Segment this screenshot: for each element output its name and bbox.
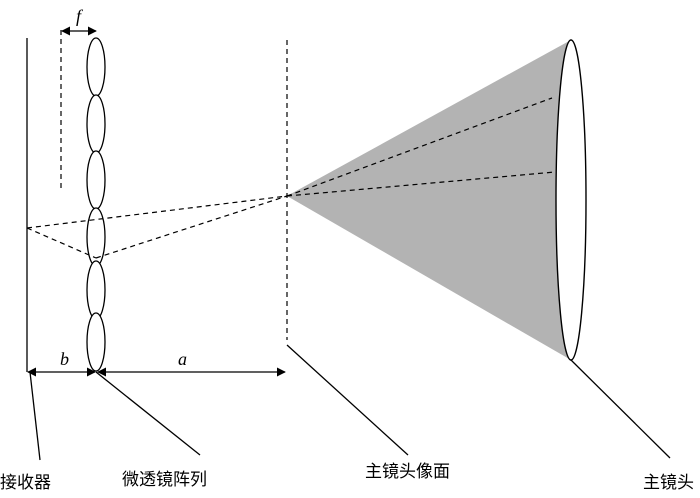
main-lens-label: 主镜头 <box>643 473 694 493</box>
a-dimension-label: a <box>178 349 187 369</box>
image-plane-leader <box>286 344 409 456</box>
microlens-array <box>86 37 106 372</box>
microlens <box>86 94 106 154</box>
main-lens-ellipse <box>555 39 587 361</box>
ray-receiver-lower <box>26 227 97 259</box>
microlens <box>86 207 106 267</box>
image-plane-label: 主镜头像面 <box>365 462 450 482</box>
microlens <box>86 260 106 320</box>
microlens <box>86 150 106 210</box>
main-lens-light-cone <box>287 40 571 360</box>
ray-receiver-upper <box>26 195 288 229</box>
microlens-array-label: 微透镜阵列 <box>122 470 207 490</box>
ray-lens-lower <box>95 195 288 259</box>
microlens <box>86 312 106 372</box>
ray-upper <box>286 97 553 197</box>
microlens <box>86 37 106 97</box>
receiver-label: 接收器 <box>0 473 51 493</box>
microlens-leader <box>95 371 201 456</box>
b-dimension-label: b <box>60 349 69 369</box>
f-dimension-label: f <box>76 6 84 26</box>
main-lens-leader <box>570 359 671 459</box>
receiver-leader <box>29 371 41 461</box>
